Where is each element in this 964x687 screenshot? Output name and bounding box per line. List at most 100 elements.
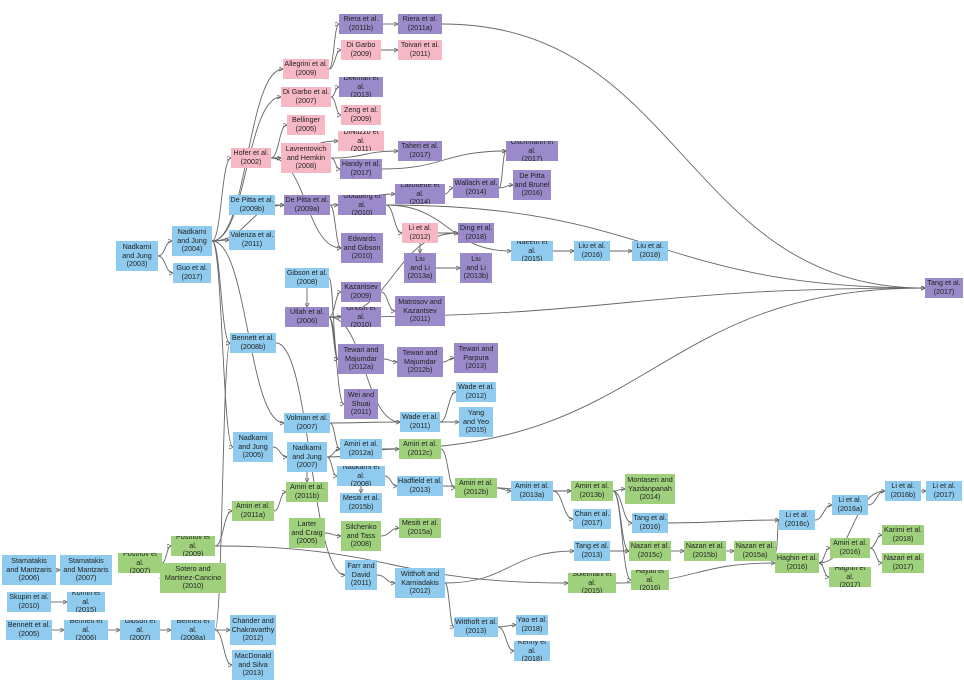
node-tang2017[interactable]: Tang et al. (2017) [925,278,963,298]
node-dekman2013[interactable]: Dekman et al. (2013) [339,77,383,97]
node-tewari2012b[interactable]: Tewari and Majumdar (2012b) [397,347,443,377]
node-zeng2009[interactable]: Zeng et al. (2009) [341,105,381,125]
node-nazari2017[interactable]: Nazari et al. (2017) [882,553,924,573]
node-goldberg2010[interactable]: Goldberg et al. (2010) [338,195,386,215]
node-lallouette2014[interactable]: Lallouette et al. (2014) [395,184,445,204]
node-li2017[interactable]: Li et al. (2017) [926,481,962,501]
node-edwards2010[interactable]: Edwards and Gibson (2010) [341,233,383,263]
node-depitta2009a[interactable]: De Pitta et al. (2009a) [284,195,330,215]
node-sotero2010[interactable]: Sotero and Martinez-Cancino (2010) [160,563,226,593]
node-witthoft2013[interactable]: Witthoft et al. (2013) [454,617,498,637]
node-nadkarni2005[interactable]: Nadkarni and Jung (2005) [233,432,273,462]
node-tang2016[interactable]: Tang et al. (2016) [632,513,668,533]
node-volman2007[interactable]: Volman et al. (2007) [284,413,330,433]
node-mesiti2015b[interactable]: Mesiti et al. (2015b) [340,493,382,513]
node-li2016b[interactable]: Li et al. (2016b) [885,481,921,501]
node-riera2011b[interactable]: Riera et al. (2011b) [339,14,383,34]
node-kenny2018[interactable]: Kenny et al. (2018) [514,641,550,661]
node-nadkarni2008[interactable]: Nadkarni et al. (2008) [337,466,385,486]
node-allegrini2009[interactable]: Allegrini et al. (2009) [283,59,329,79]
node-handy2017[interactable]: Handy et al. (2017) [340,159,382,179]
node-tang2013[interactable]: Tang et al. (2013) [574,541,610,561]
node-nadkarni2004[interactable]: Nadkarni and Jung (2004) [172,226,212,256]
node-chan2017[interactable]: Chan et al. (2017) [573,509,611,529]
node-bennett2006[interactable]: Bennett et al. (2006) [64,620,108,640]
node-bennett2008a[interactable]: Bennett et al. (2008a) [171,620,215,640]
node-depittabrunel2016[interactable]: De Pitta and Brunel (2016) [513,170,551,200]
node-amiri2013b[interactable]: Amiri et al. (2013b) [571,481,613,501]
node-nazari2015c[interactable]: Nazari et al. (2015c) [629,541,671,561]
node-gibson2007[interactable]: Gibson et al. (2007) [120,620,160,640]
node-li2016a[interactable]: Li et al. (2016a) [832,495,868,515]
node-postnov2009[interactable]: Postnov et al. (2009) [171,536,215,556]
node-kazantsev2009[interactable]: Kazantsev (2009) [341,282,381,302]
node-ding2018[interactable]: Ding et al. (2018) [458,223,494,243]
node-bellinger2005[interactable]: Bellinger (2005) [287,115,325,135]
node-yao2018[interactable]: Yao et al. (2018) [516,615,548,635]
node-macdonald2013[interactable]: MacDonald and Silva (2013) [232,650,274,680]
node-skupin2010[interactable]: Skupin et al. (2010) [7,592,51,612]
node-digarbo2009[interactable]: Di Garbo (2009) [341,40,381,60]
node-amiri2011b[interactable]: Amiri et al. (2011b) [286,482,328,502]
node-amiri2013a[interactable]: Amiri et al. (2013a) [511,481,553,501]
node-tewari2012a[interactable]: Tewari and Majumdar (2012a) [338,344,384,374]
node-bennett2008b[interactable]: Bennett et al. (2008b) [230,333,276,353]
node-haghiri2016[interactable]: Haghiri et al. (2016) [775,553,819,573]
node-nazari2015b[interactable]: Nazari et al. (2015b) [684,541,726,561]
node-hofer2002[interactable]: Hofer et al. (2002) [231,148,271,168]
node-dinuzzo2011[interactable]: DiNuzzo et al. (2011) [338,131,384,151]
node-stamatakis2007[interactable]: Stamatakis and Mantzaris (2007) [60,555,112,585]
node-liuli2013a[interactable]: Liu and Li (2013a) [404,253,436,283]
node-hayati2016[interactable]: Hayati et al. (2016) [631,570,669,590]
node-amiri2016[interactable]: Amiri et al. (2016) [830,538,870,558]
node-ullah2006[interactable]: Ullah et al. (2006) [285,307,329,327]
node-nadkarni2003[interactable]: Nadkarni and Jung (2003) [116,241,158,271]
node-farr2011[interactable]: Farr and David (2011) [345,560,377,590]
node-guo2017[interactable]: Guo et al. (2017) [173,263,211,283]
node-amiri2012b[interactable]: Amiri et al. (2012b) [455,478,497,498]
node-wade2012[interactable]: Wade et al. (2012) [456,382,496,402]
node-toivari2011[interactable]: Toivari et al. (2011) [398,40,442,60]
node-tewari2013[interactable]: Tewari and Parpura (2013) [454,343,498,373]
node-li2016c[interactable]: Li et al. (2016c) [779,510,815,530]
node-mesiti2015a[interactable]: Mesiti et al. (2015a) [399,518,441,538]
node-karimi2018[interactable]: Karimi et al. (2018) [882,525,924,545]
node-wade2011[interactable]: Wade et al. (2011) [400,412,440,432]
node-komin2015[interactable]: Komin et al. (2015) [67,592,105,612]
node-nazari2015a[interactable]: Nazari et al. (2015a) [734,541,776,561]
node-liu2016[interactable]: Liu et al. (2016) [574,241,610,261]
node-riera2011a[interactable]: Riera et al. (2011a) [398,14,442,34]
node-silchenko2008[interactable]: Silchenko and Tass (2008) [341,521,381,551]
node-depitta2009b[interactable]: De Pitta et al. (2009b) [229,195,275,215]
node-stamatakis2006[interactable]: Stamatakis and Mantzaris (2006) [2,555,56,585]
node-soleimani2015[interactable]: Soleimani et al. (2015) [568,573,616,593]
node-li2012[interactable]: Li et al. (2012) [402,223,438,243]
node-larter2005[interactable]: Larter and Craig (2005) [289,518,325,548]
edge-amiri2011a-to-amiri2011b [273,492,286,512]
node-digarbo2007[interactable]: Di Garbo et al. (2007) [281,87,331,107]
node-matrosov2011[interactable]: Matrosov and Kazantsev (2011) [395,296,445,326]
node-gibson2008[interactable]: Gibson et al. (2008) [285,268,329,288]
node-lavrentovich2008[interactable]: Lavrentovich and Hemkin (2008) [281,143,331,173]
node-yang2015[interactable]: Yang and Yeo (2015) [459,407,493,437]
node-postnov2007[interactable]: Postnov et al. (2007) [118,553,162,573]
node-naeem2015[interactable]: Naeem et al. (2015) [511,241,553,261]
node-oschmann2017[interactable]: Oschmann et al. (2017) [506,141,558,161]
node-amiri2012a[interactable]: Amiri et al. (2012a) [340,439,382,459]
node-valenza2011[interactable]: Valenza et al. (2011) [229,230,275,250]
node-bennett2005[interactable]: Bennett et al. (2005) [6,620,52,640]
node-wei2011[interactable]: Wei and Shuai (2011) [344,389,378,419]
node-haghiri2017[interactable]: Haghiri et al. (2017) [829,567,871,587]
node-taheri2017[interactable]: Taheri et al. (2017) [398,141,442,161]
node-chander2012[interactable]: Chander and Chakravarthy (2012) [230,615,276,645]
node-montaseri2014[interactable]: Montaseri and Yazdanpanah (2014) [625,474,675,504]
node-liuli2013b[interactable]: Liu and Li (2013b) [460,253,492,283]
node-wallach2014[interactable]: Wallach et al. (2014) [453,178,499,198]
node-amiri2011a[interactable]: Amiri et al. (2011a) [232,501,274,521]
node-liu2018[interactable]: Liu et al. (2018) [632,241,668,261]
node-hadfield2013[interactable]: Hadfield et al. (2013) [397,476,443,496]
node-nadkarni2007[interactable]: Nadkarni and Jung (2007) [287,442,327,472]
node-ghosh2010[interactable]: Ghosh et al. (2010) [341,307,381,327]
node-witthoft2012[interactable]: Witthoft and Karniadakis (2012) [395,568,445,598]
node-amiri2012c[interactable]: Amiri et al. (2012c) [399,439,441,459]
